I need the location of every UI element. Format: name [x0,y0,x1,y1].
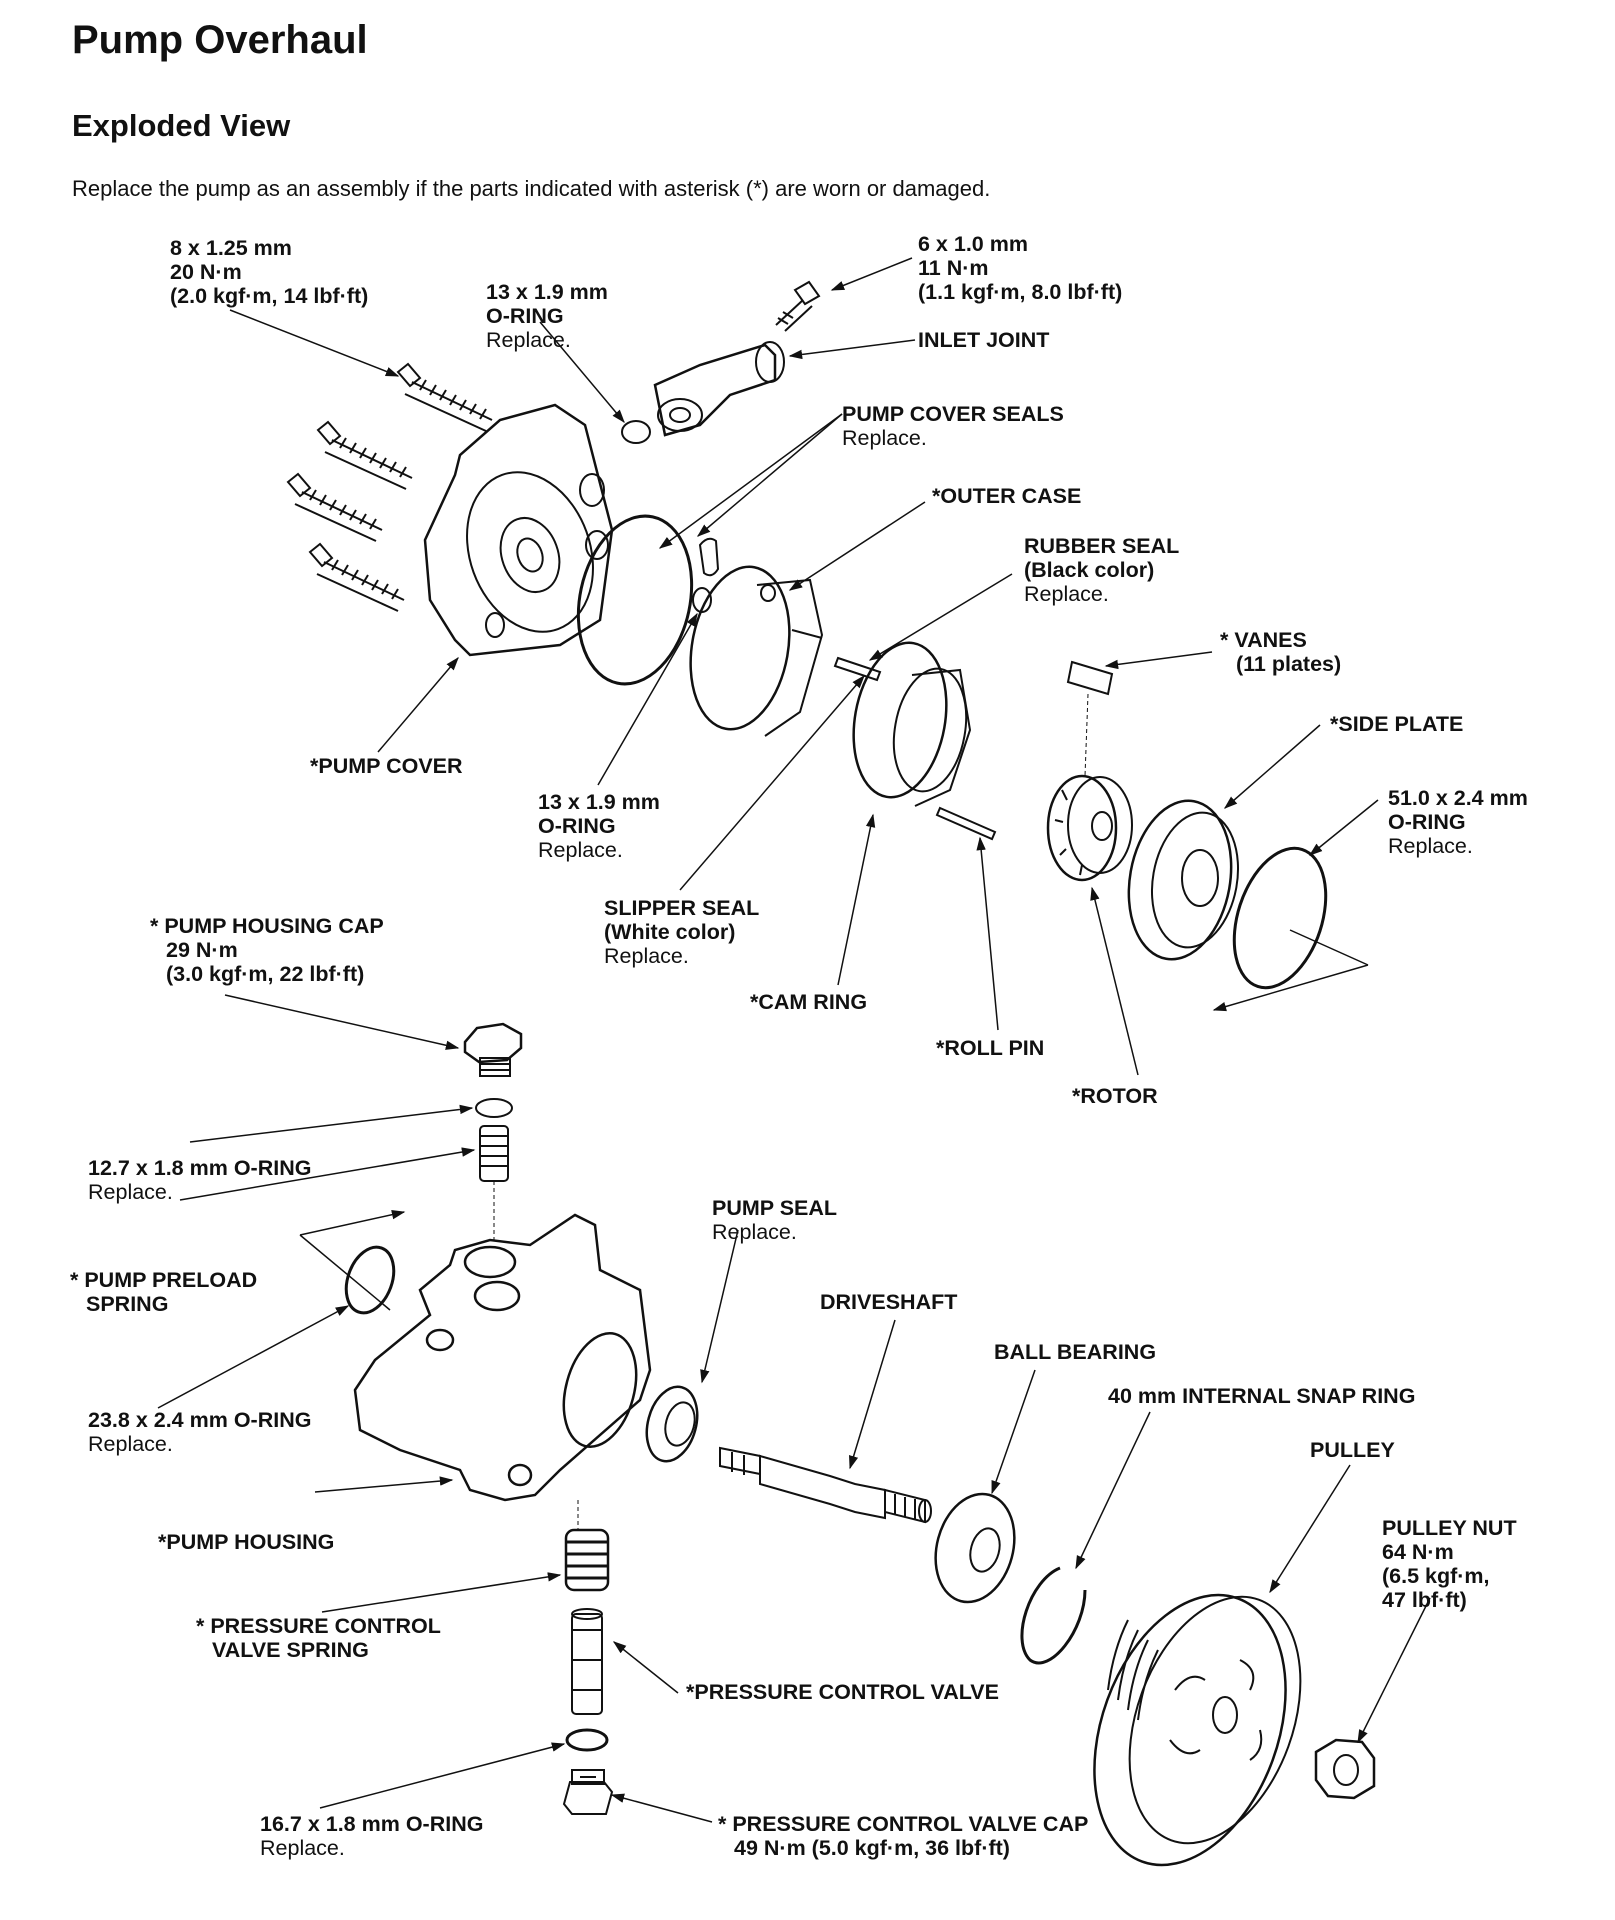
label-inlet-joint: INLET JOINT [918,328,1050,352]
label-rotor: *ROTOR [1072,1084,1158,1108]
pump-cover-seal-small [698,537,720,577]
label-snap-ring: 40 mm INTERNAL SNAP RING [1108,1384,1416,1408]
section-title: Exploded View [72,108,291,143]
pcv-cap-part [562,1769,614,1815]
pcv-part [571,1608,603,1715]
bolt-6mm [775,280,821,332]
pcv-spring-part [564,1528,610,1592]
label-pulley: PULLEY [1310,1438,1395,1462]
label-driveshaft: DRIVESHAFT [820,1290,958,1314]
rotor-part [1046,774,1133,882]
oring-13-bottom-part [692,587,712,613]
pump-cover-seal-large [576,514,694,686]
label-slipper-seal: SLIPPER SEAL(White color)Replace. [604,896,760,968]
bolts-8mm [286,362,493,612]
label-ball-bearing: BALL BEARING [994,1340,1157,1364]
rubber-seal-part [833,656,882,682]
roll-pin-part [935,806,997,841]
housing-cap-part [463,1022,523,1077]
ball-bearing-part [934,1492,1016,1604]
pulley-nut-part [1314,1738,1376,1800]
oring-51-part [1232,846,1328,990]
label-roll-pin: *ROLL PIN [936,1036,1045,1060]
label-vanes: * VANES(11 plates) [1220,628,1342,676]
pump-seal-part [645,1385,699,1463]
inlet-joint-part [653,341,785,437]
label-pcv: *PRESSURE CONTROL VALVE [686,1680,999,1704]
oring-13-top-part [621,420,651,444]
label-pump-cover: *PUMP COVER [310,754,463,778]
oring-16-7-part [565,1728,609,1752]
preload-spring-part [479,1125,509,1182]
vanes-part [1066,660,1114,696]
label-side-plate: *SIDE PLATE [1330,712,1464,736]
driveshaft-part [719,1446,932,1524]
pump-housing-part [353,1213,652,1502]
snap-ring-part [1020,1566,1087,1665]
outer-case-part [689,565,824,737]
pulley-part [1093,1593,1302,1867]
intro-text: Replace the pump as an assembly if the p… [72,176,991,201]
cam-ring-part [852,641,972,807]
label-rubber-seal: RUBBER SEAL(Black color)Replace. [1024,534,1180,606]
label-pump-housing: *PUMP HOUSING [158,1530,335,1554]
oring-23-8-part [344,1245,396,1315]
pump-cover-part [423,403,614,657]
label-outer-case: *OUTER CASE [932,484,1082,508]
oring-12-7-part [475,1098,513,1118]
page-title: Pump Overhaul [72,18,368,62]
label-cam-ring: *CAM RING [750,990,868,1014]
side-plate-part [1127,799,1240,961]
